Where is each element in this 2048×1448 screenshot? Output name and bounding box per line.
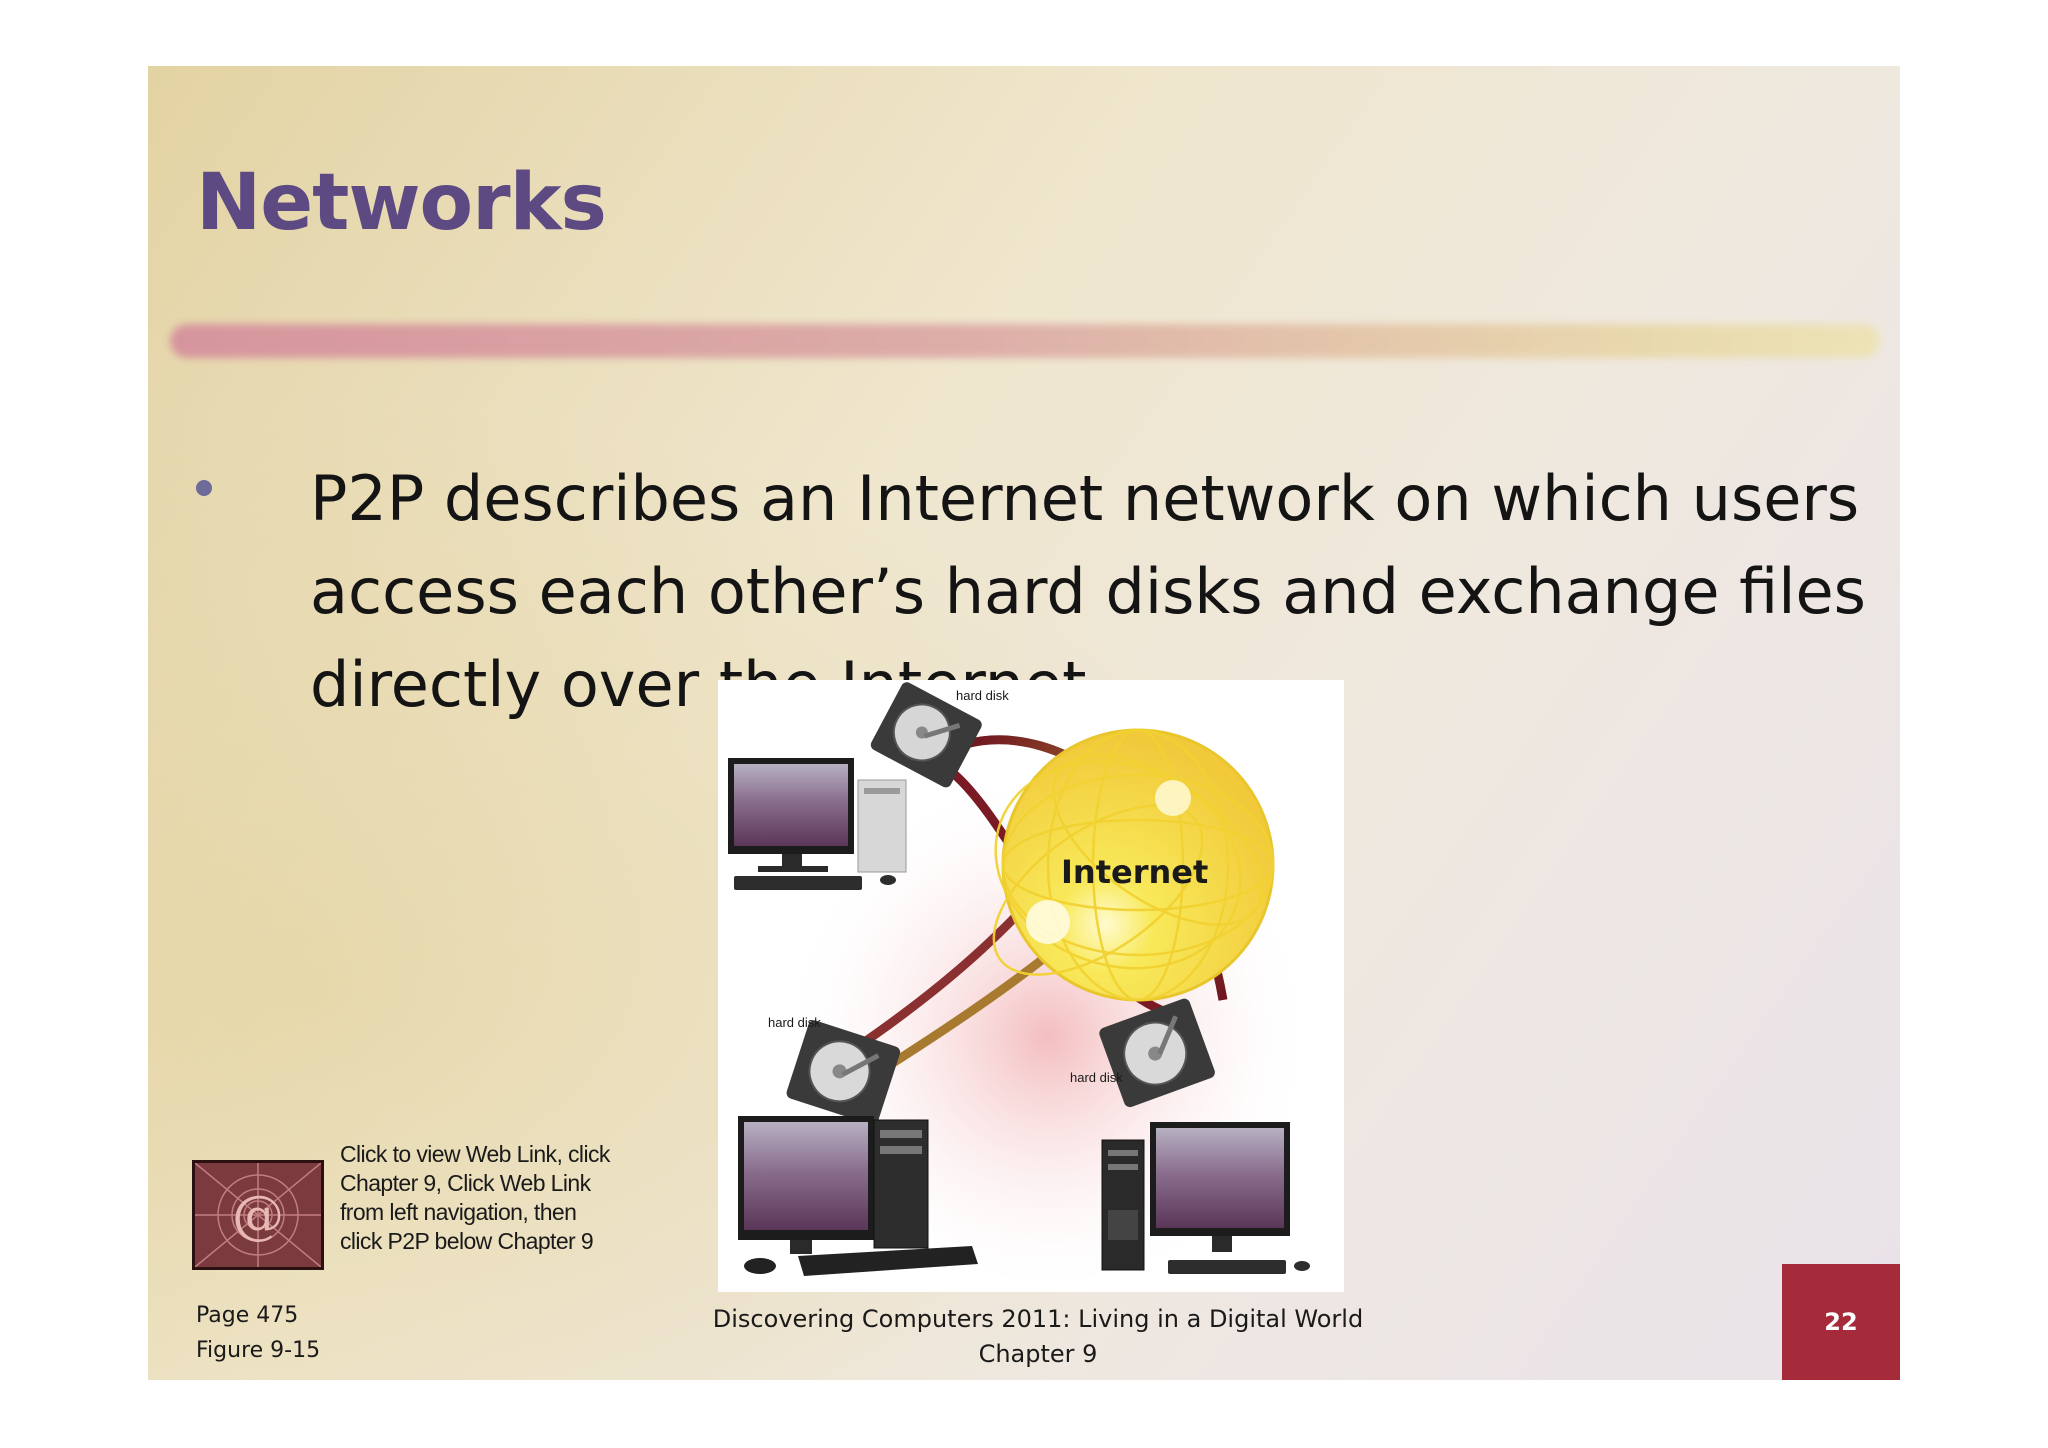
desktop-computer-bottom-left-icon [738, 1116, 978, 1276]
desktop-computer-top-left-icon [728, 758, 907, 890]
desktop-computer-bottom-right-icon [1101, 1122, 1310, 1274]
hard-disk-top-icon [870, 682, 982, 788]
hard-disk-label-left: hard disk [768, 1015, 821, 1030]
slide: Networks P2P describes an Internet netwo… [148, 66, 1900, 1380]
p2p-network-figure: Internet hard disk hard disk [718, 680, 1344, 1292]
slide-number-badge: 22 [1782, 1264, 1900, 1380]
hard-disk-left-icon [786, 1020, 901, 1125]
at-sign-icon: @ [194, 1162, 322, 1268]
footer-book-title: Discovering Computers 2011: Living in a … [712, 1305, 1364, 1333]
slide-number: 22 [1824, 1308, 1858, 1336]
internet-globe-icon [992, 728, 1275, 1002]
hard-disk-label-top: hard disk [956, 688, 1009, 703]
slide-footer: Discovering Computers 2011: Living in a … [688, 1302, 1388, 1372]
figure-ref: Figure 9-15 [196, 1338, 321, 1363]
hard-disk-label-right: hard disk [1070, 1070, 1123, 1085]
web-link-button[interactable]: @ [192, 1160, 324, 1270]
svg-text:@: @ [232, 1186, 284, 1246]
web-link-instructions[interactable]: Click to view Web Link, click Chapter 9,… [340, 1141, 610, 1254]
title-divider [170, 324, 1880, 358]
bullet-dot-icon [196, 480, 212, 496]
footer-chapter: Chapter 9 [978, 1340, 1098, 1368]
internet-label: Internet [1061, 853, 1208, 891]
slide-title: Networks [196, 158, 607, 248]
page-reference: Page 475 Figure 9-15 [196, 1298, 320, 1368]
page-number-ref: Page 475 [196, 1303, 299, 1328]
hard-disk-right-icon [1099, 998, 1215, 1108]
